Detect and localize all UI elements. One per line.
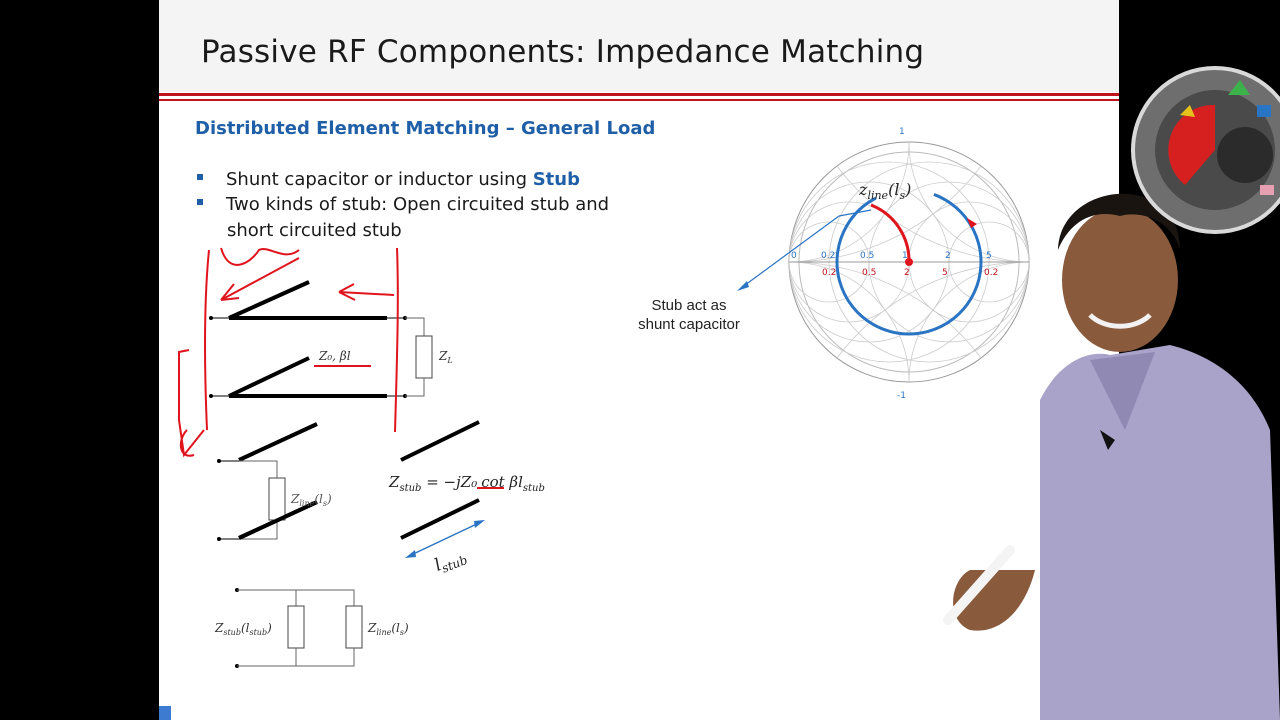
stub-right-bot [400, 498, 480, 540]
ink-stroke [203, 249, 210, 431]
arrow-head [737, 281, 749, 291]
pen-green-icon[interactable] [1228, 80, 1250, 95]
stub-line-bot-over [238, 500, 318, 540]
line-top-1-stub [228, 280, 310, 320]
ink-arrow [338, 283, 395, 301]
title-rule-top [159, 93, 1119, 96]
wire [239, 520, 278, 540]
stub-annotation-line-2: shunt capacitor [638, 316, 740, 333]
bullet-2: Two kinds of stub: Open circuited stub a… [197, 194, 609, 215]
svg-text:0.5: 0.5 [860, 251, 874, 261]
line-bot-1-stub [228, 356, 310, 398]
slide-title: Passive RF Components: Impedance Matchin… [201, 34, 925, 70]
bullet-2-continuation: short circuited stub [227, 220, 402, 241]
smith-center-point [905, 258, 913, 266]
svg-text:5: 5 [942, 268, 948, 278]
bullet-2-text: Two kinds of stub: Open circuited stub a… [226, 194, 610, 215]
ink-scribble [220, 247, 300, 266]
stub-line-top [238, 422, 318, 462]
smith-blue-ticks: 0 0.2 0.5 1 2 5 [791, 251, 992, 261]
marker-pen [943, 545, 1015, 625]
smith-red-ticks: 0.2 0.5 2 5 0.2 [822, 268, 998, 278]
arrow-head [474, 520, 485, 528]
eraser-icon[interactable] [1260, 185, 1274, 195]
wire [405, 378, 425, 397]
zline-eq-label: Zline(ls) [367, 621, 409, 637]
svg-text:5: 5 [986, 251, 992, 261]
ink-annotations [178, 247, 504, 489]
arrow-head [405, 550, 416, 558]
ink-scribble [178, 349, 205, 458]
stub-right-top [400, 420, 480, 462]
z0-beta-l-label: Z₀, βl [318, 349, 351, 363]
wire [239, 460, 278, 478]
zl-label: ZL [438, 349, 453, 365]
lapel-mic [1100, 430, 1115, 450]
wire [237, 648, 355, 667]
smith-red-arc [870, 203, 911, 263]
slide: Passive RF Components: Impedance Matchin… [159, 0, 1119, 720]
smith-top-tick: 1 [899, 127, 905, 137]
color-red-segment[interactable] [1168, 104, 1215, 185]
svg-text:0.2: 0.2 [821, 251, 835, 261]
bullet-marker [197, 199, 203, 205]
ink-arrow [220, 257, 300, 301]
zline-ls-label: Zline(ls) [290, 492, 332, 508]
svg-text:0.2: 0.2 [822, 268, 836, 278]
bullet-marker [197, 174, 203, 180]
smith-red-marker [967, 218, 977, 228]
bullet-1: Shunt capacitor or inductor using Stub [197, 169, 580, 190]
svg-text:0: 0 [791, 251, 797, 261]
bullet-1-text: Shunt capacitor or inductor using [226, 169, 533, 190]
wire [405, 317, 425, 336]
presenter-collar [1090, 352, 1155, 430]
zstub-label: Zstub(lstub) [214, 621, 272, 637]
ink-stroke [394, 247, 399, 433]
slide-corner-marker [159, 706, 171, 720]
svg-text:1: 1 [902, 251, 908, 261]
smith-blue-arc [835, 188, 983, 336]
stub-annotation: Stub act as shunt capacitor [629, 296, 749, 334]
stub-annotation-line-1: Stub act as [651, 297, 727, 314]
slide-subtitle: Distributed Element Matching – General L… [195, 118, 656, 139]
smith-bottom-tick: -1 [897, 391, 906, 401]
dial-center[interactable] [1217, 127, 1273, 183]
title-rule-bottom [159, 99, 1119, 101]
smith-zline-label: zline(ls) [858, 180, 911, 202]
wire [237, 589, 355, 606]
title-band [159, 0, 1119, 92]
presenter-figure [943, 193, 1280, 720]
svg-text:0.5: 0.5 [862, 268, 876, 278]
smith-chart: zline(ls) 0 0.2 0.5 1 2 5 0.2 0.5 2 5 0.… [737, 127, 1030, 401]
screen-icon[interactable] [1257, 105, 1271, 117]
svg-text:2: 2 [904, 268, 910, 278]
bullet-1-bold: Stub [532, 169, 580, 190]
presenter-shirt [1040, 345, 1280, 720]
pen-tool-dial[interactable] [1125, 55, 1280, 245]
presenter-hair [1058, 193, 1180, 250]
presenter-smile [1088, 313, 1152, 329]
stub-pointer-line [838, 209, 872, 217]
svg-text:2: 2 [945, 251, 951, 261]
svg-text:0.2: 0.2 [984, 268, 998, 278]
length-arrow [408, 521, 482, 557]
stub-pointer-line [740, 215, 840, 289]
highlighter-icon[interactable] [1180, 105, 1195, 117]
